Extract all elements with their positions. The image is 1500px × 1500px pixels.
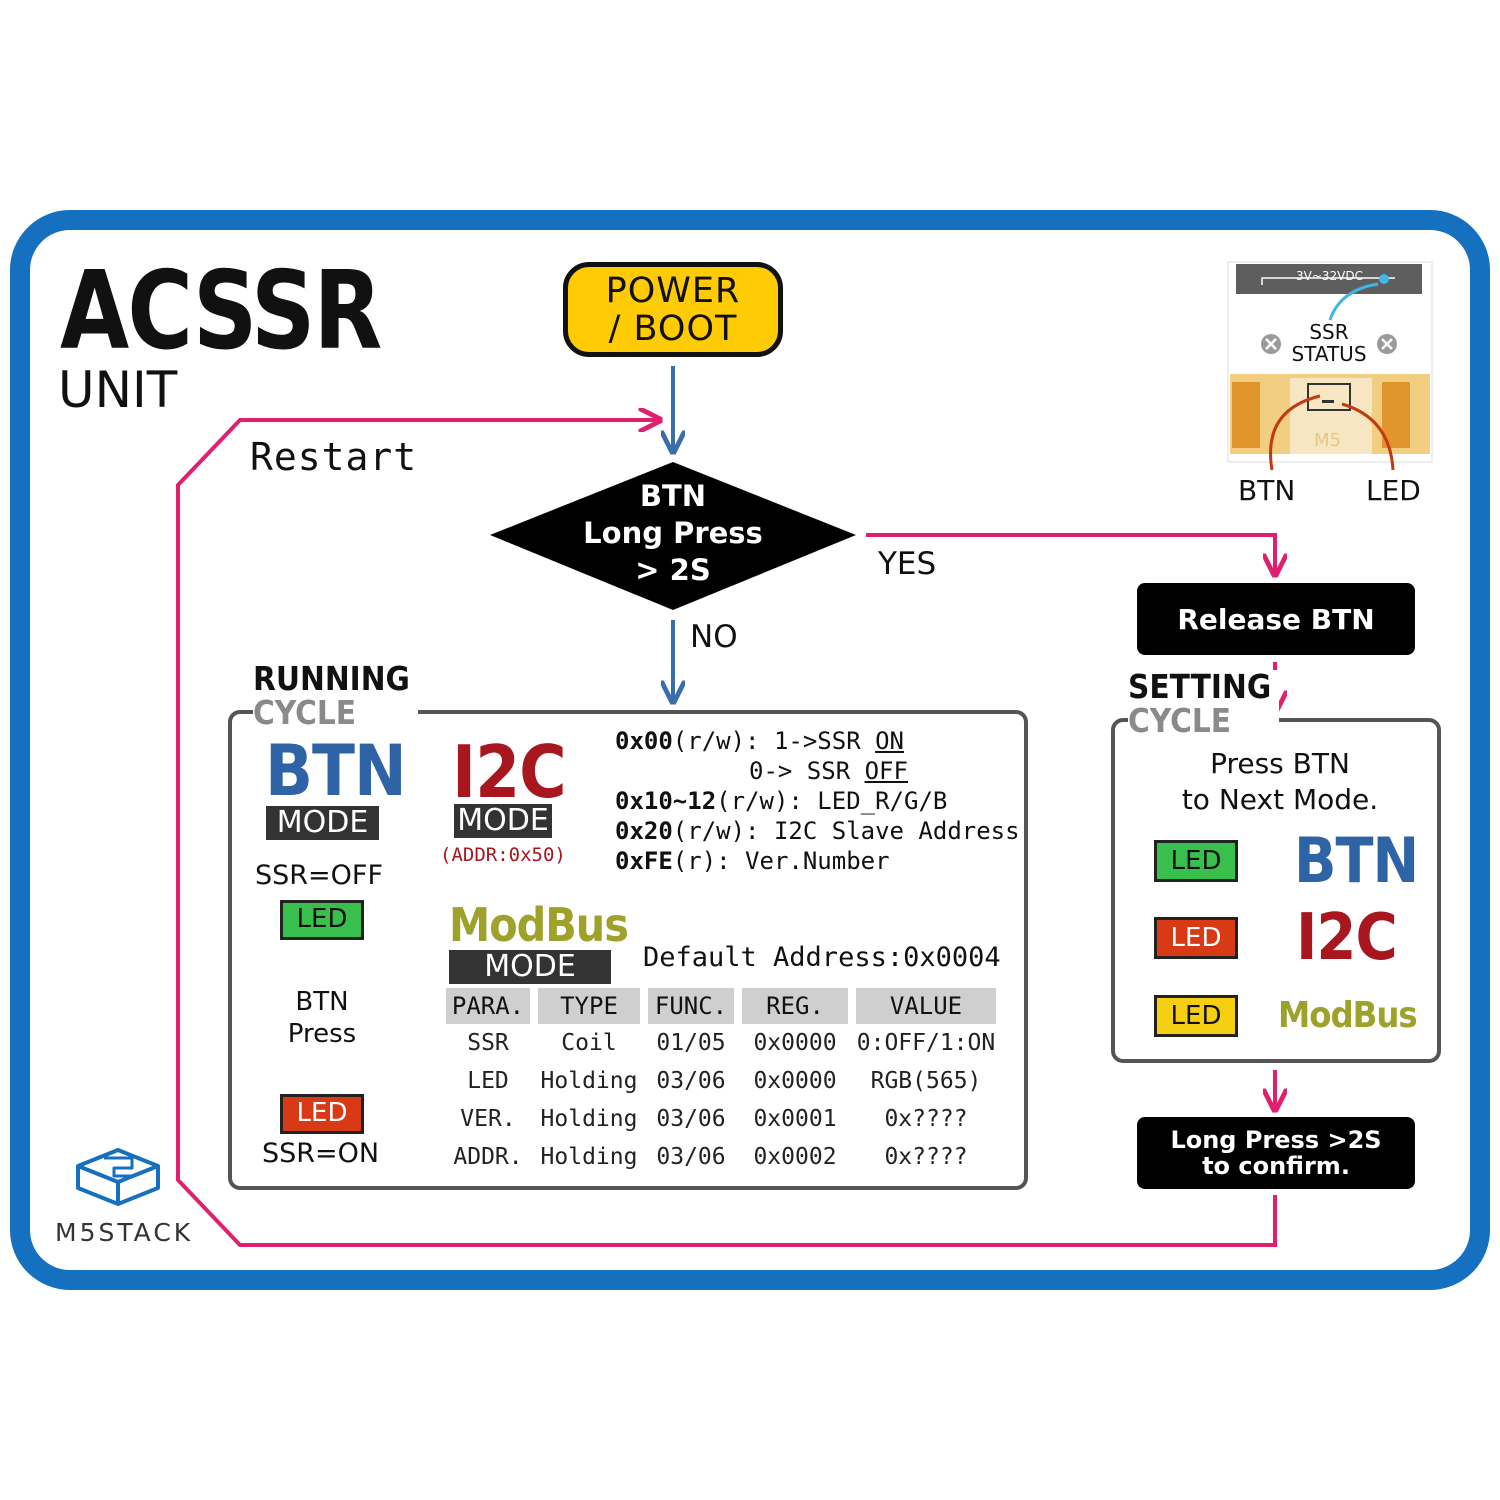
no-label: NO	[690, 619, 738, 655]
register-line-0x00b: 0-> SSR OFF	[615, 756, 1020, 786]
i2c-mode-bar: MODE	[454, 804, 552, 838]
table-cell: 0:OFF/1:ON	[856, 1030, 996, 1056]
device-photo	[1227, 261, 1433, 471]
setting-mode-btn: BTN	[1294, 824, 1419, 897]
register-addr: 0xFE	[615, 847, 673, 875]
table-cell: 0x0000	[753, 1030, 837, 1056]
table-cell: 03/06	[656, 1106, 726, 1132]
table-cell: Holding	[540, 1144, 638, 1170]
btn-press-label: BTN Press	[272, 986, 372, 1050]
register-on: ON	[875, 727, 904, 755]
table-cell: 0x????	[884, 1144, 968, 1170]
i2c-mode-title: I2C	[452, 730, 567, 814]
table-row: ADDR. Holding 03/06 0x0002 0x????	[446, 1138, 996, 1176]
page-subtitle: UNIT	[58, 361, 178, 419]
i2c-addr-label: (ADDR:0x50)	[440, 844, 566, 866]
register-off: OFF	[864, 757, 908, 785]
table-header: VALUE	[856, 988, 996, 1024]
led-green-indicator: LED	[280, 900, 364, 940]
register-line-0xfe: 0xFE(r): Ver.Number	[615, 846, 1020, 876]
table-row: SSR Coil 01/05 0x0000 0:OFF/1:ON	[446, 1024, 996, 1062]
led-red-indicator: LED	[280, 1094, 364, 1134]
setting-led-red: LED	[1154, 917, 1238, 959]
restart-loop-line	[176, 420, 1277, 1247]
ssr-on-label: SSR=ON	[262, 1138, 380, 1169]
modbus-mode-bar: MODE	[449, 950, 611, 984]
table-cell: LED	[467, 1068, 509, 1094]
setting-mode-i2c: I2C	[1296, 901, 1398, 975]
setting-cycle-label: SETTING CYCLE	[1128, 667, 1280, 740]
photo-btn-label: BTN	[1238, 474, 1296, 507]
table-cell: 03/06	[656, 1068, 726, 1094]
setting-led-green: LED	[1154, 840, 1238, 882]
register-line-0x00: 0x00(r/w): 1->SSR ON	[615, 726, 1020, 756]
table-cell: Holding	[540, 1106, 638, 1132]
m5stack-logo-text: M5STACK	[55, 1218, 194, 1247]
table-header-row: PARA. TYPE FUNC. REG. VALUE	[446, 988, 996, 1024]
table-cell: VER.	[460, 1106, 516, 1132]
release-btn-node: Release BTN	[1137, 583, 1415, 655]
table-cell: 0x0001	[753, 1106, 837, 1132]
btn-mode-title: BTN	[265, 730, 407, 812]
table-header: PARA.	[446, 988, 530, 1024]
photo-m5-mark: M5	[1314, 430, 1341, 451]
register-desc: (r/w): 1->SSR	[672, 727, 876, 755]
yes-line	[866, 533, 1275, 575]
modbus-table: PARA. TYPE FUNC. REG. VALUE SSR Coil 01/…	[438, 988, 1004, 1176]
table-header: FUNC.	[648, 988, 734, 1024]
setting-cycle-line1: SETTING	[1128, 667, 1272, 706]
btn-mode-bar: MODE	[266, 806, 379, 840]
photo-voltage-label: 3V~32VDC	[1296, 269, 1363, 283]
register-desc: (r/w): LED_R/G/B	[716, 787, 948, 815]
btn-press-line1: BTN	[295, 987, 349, 1017]
confirm-node: Long Press >2S to confirm.	[1137, 1117, 1415, 1189]
register-desc: 0-> SSR	[749, 757, 865, 785]
running-cycle-line2: CYCLE	[253, 693, 357, 732]
running-cycle-label: RUNNING CYCLE	[253, 662, 418, 730]
decision-label: BTN Long Press > 2S	[583, 479, 763, 587]
table-cell: 03/06	[656, 1144, 726, 1170]
register-desc: (r): Ver.Number	[672, 847, 890, 875]
yes-label: YES	[878, 546, 937, 582]
register-addr: 0x20	[615, 817, 673, 845]
table-cell: Holding	[540, 1068, 638, 1094]
register-addr: 0x00	[615, 727, 673, 755]
table-cell: 01/05	[656, 1030, 726, 1056]
page-title: ACSSR	[60, 249, 382, 374]
setting-instruction: Press BTN to Next Mode.	[1181, 747, 1379, 816]
photo-led-label: LED	[1366, 474, 1421, 507]
table-header: REG.	[742, 988, 848, 1024]
i2c-register-list: 0x00(r/w): 1->SSR ON 0-> SSR OFF 0x10~12…	[615, 726, 1020, 876]
ssr-off-label: SSR=OFF	[255, 860, 383, 891]
register-desc: (r/w): I2C Slave Address	[672, 817, 1020, 845]
modbus-default-address: Default Address:0x0004	[643, 942, 1001, 973]
register-line-0x10: 0x10~12(r/w): LED_R/G/B	[615, 786, 1020, 816]
register-line-0x20: 0x20(r/w): I2C Slave Address	[615, 816, 1020, 846]
setting-cycle-line2: CYCLE	[1128, 701, 1232, 740]
table-cell: 0x0000	[753, 1068, 837, 1094]
table-row: LED Holding 03/06 0x0000 RGB(565)	[446, 1062, 996, 1100]
table-cell: Coil	[561, 1030, 617, 1056]
btn-press-line2: Press	[287, 1019, 357, 1049]
setting-led-yellow: LED	[1154, 995, 1238, 1037]
table-cell: 0x0002	[753, 1144, 837, 1170]
register-addr: 0x10~12	[615, 787, 717, 815]
photo-ssr-status: SSR STATUS	[1291, 320, 1367, 366]
running-cycle-line1: RUNNING	[253, 659, 410, 698]
table-cell: 0x????	[884, 1106, 968, 1132]
modbus-mode-title: ModBus	[449, 898, 629, 952]
table-cell: ADDR.	[453, 1144, 523, 1170]
m5stack-logo-shape	[76, 1148, 160, 1206]
power-boot-node: POWER / BOOT	[563, 262, 783, 357]
table-row: VER. Holding 03/06 0x0001 0x????	[446, 1100, 996, 1138]
table-cell: RGB(565)	[870, 1068, 982, 1094]
decision-diamond	[490, 462, 856, 610]
table-header: TYPE	[538, 988, 640, 1024]
restart-label: Restart	[250, 435, 418, 479]
table-cell: SSR	[467, 1030, 509, 1056]
setting-mode-modbus: ModBus	[1278, 995, 1418, 1036]
